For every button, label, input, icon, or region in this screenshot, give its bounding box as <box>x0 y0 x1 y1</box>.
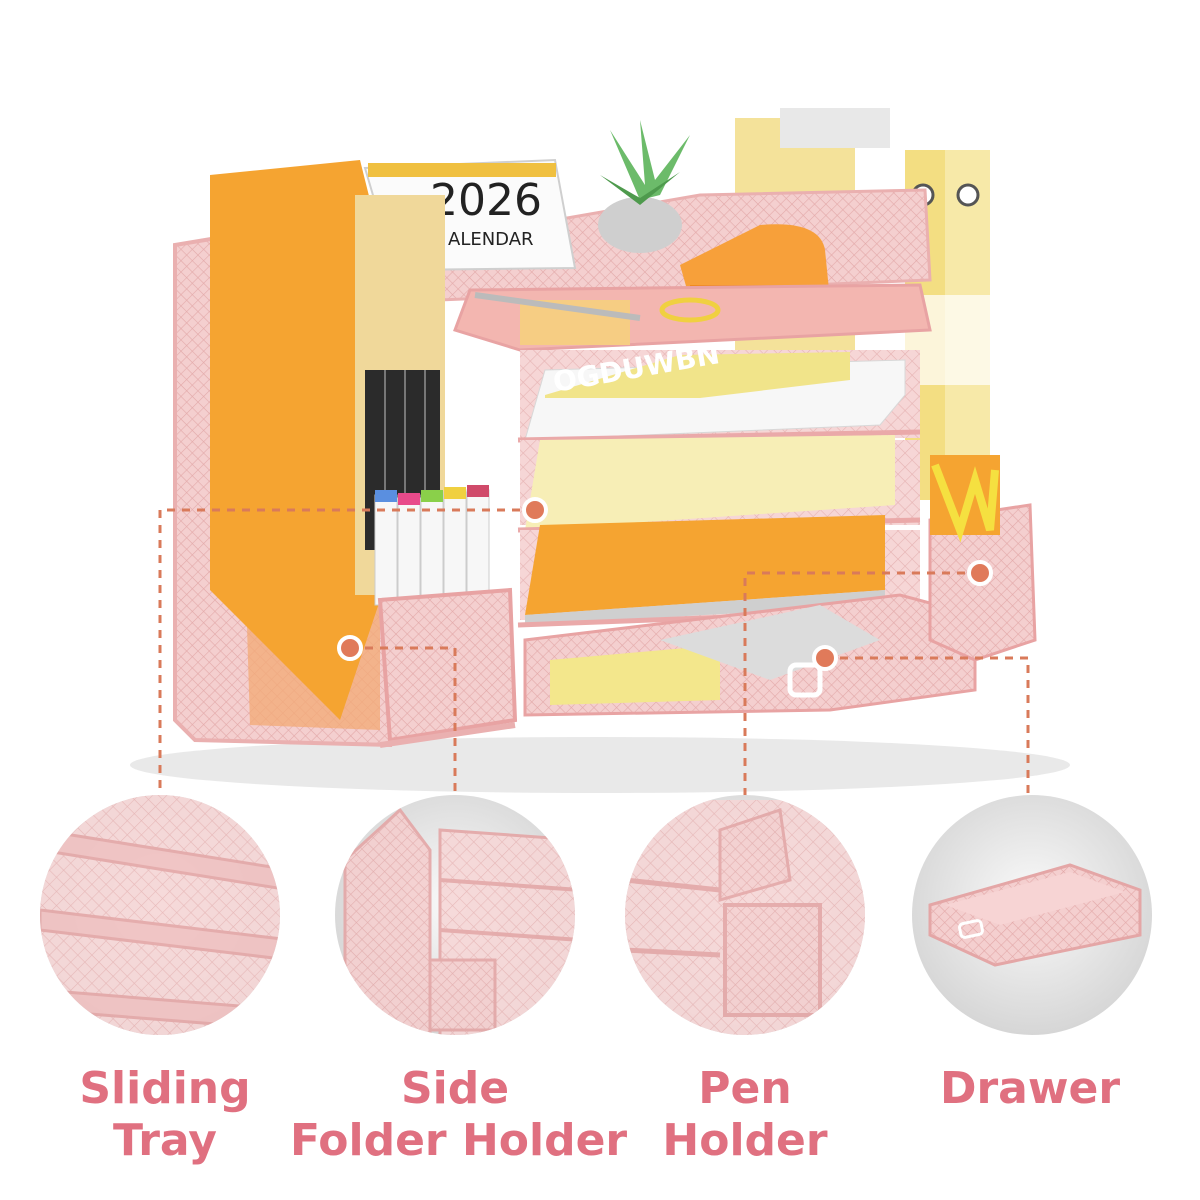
right-pen-holder <box>928 455 1037 662</box>
label-pen-holder: Pen Holder <box>645 1063 845 1167</box>
tray-4 <box>517 515 921 628</box>
potted-plant <box>598 120 690 253</box>
drawer <box>523 593 977 717</box>
calendar-word: ALENDAR <box>448 229 534 250</box>
label-side-folder-holder: Side Folder Holder <box>290 1063 628 1167</box>
calendar-year: 2026 <box>430 175 542 226</box>
tray-1 <box>453 283 932 352</box>
label-sliding-tray-line2: Tray <box>113 1115 217 1166</box>
tray-3 <box>517 435 921 533</box>
detail-drawer <box>912 795 1152 1035</box>
label-side-folder-holder-line2: Folder Holder <box>290 1115 628 1166</box>
label-sliding-tray: Sliding Tray <box>60 1063 270 1167</box>
detail-side-folder-holder <box>335 795 575 1035</box>
callout-lines <box>158 508 1030 810</box>
markers <box>374 485 490 609</box>
desk-organizer: 2026 ALENDAR OGDUWBN <box>130 108 1070 793</box>
label-side-folder-holder-line1: Side <box>400 1063 510 1114</box>
detail-pen-holder <box>625 795 865 1035</box>
tray-2: OGDUWBN <box>517 337 921 443</box>
label-sliding-tray-line1: Sliding <box>79 1063 251 1114</box>
left-pen-holder <box>377 587 518 748</box>
label-drawer: Drawer <box>920 1063 1140 1115</box>
label-pen-holder-line2: Holder <box>662 1115 828 1166</box>
detail-sliding-tray <box>40 795 280 1035</box>
label-drawer-line1: Drawer <box>939 1063 1121 1114</box>
label-pen-holder-line1: Pen <box>698 1063 792 1114</box>
callout-dots <box>337 497 993 671</box>
